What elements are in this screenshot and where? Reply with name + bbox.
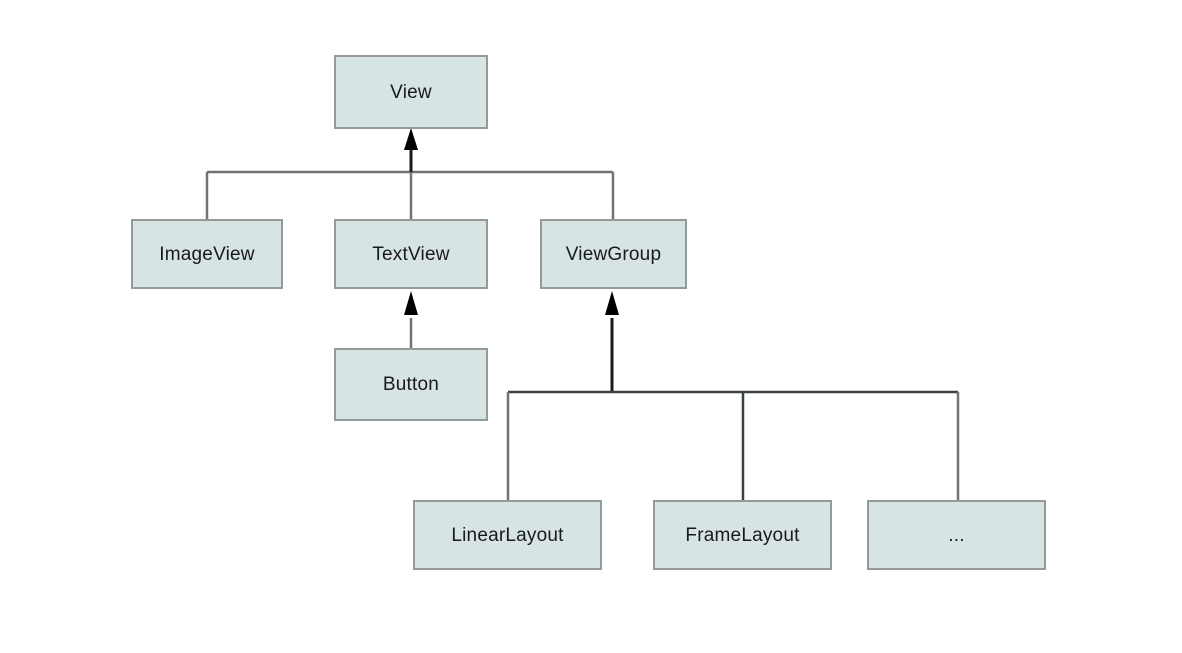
node-view[interactable]: View	[334, 55, 488, 129]
node-button-label: Button	[382, 374, 440, 395]
node-framelayout[interactable]: FrameLayout	[653, 500, 832, 570]
node-imageview[interactable]: ImageView	[131, 219, 283, 289]
node-view-label: View	[390, 81, 432, 103]
arrowhead-to-viewgroup	[605, 291, 619, 315]
arrowhead-to-view	[404, 128, 418, 150]
node-linearlayout-label: LinearLayout	[451, 524, 564, 546]
node-ellipsis[interactable]: ...	[867, 500, 1046, 570]
arrowhead-to-textview	[404, 291, 418, 315]
node-viewgroup-label: ViewGroup	[565, 243, 662, 265]
node-framelayout-label: FrameLayout	[685, 524, 800, 546]
node-textview[interactable]: TextView	[334, 219, 488, 289]
node-imageview-label: ImageView	[159, 243, 255, 265]
node-linearlayout[interactable]: LinearLayout	[413, 500, 602, 570]
node-ellipsis-label: ...	[948, 524, 965, 546]
node-viewgroup[interactable]: ViewGroup	[540, 219, 687, 289]
node-button[interactable]: Button	[334, 348, 488, 421]
node-textview-label: TextView	[372, 243, 450, 265]
